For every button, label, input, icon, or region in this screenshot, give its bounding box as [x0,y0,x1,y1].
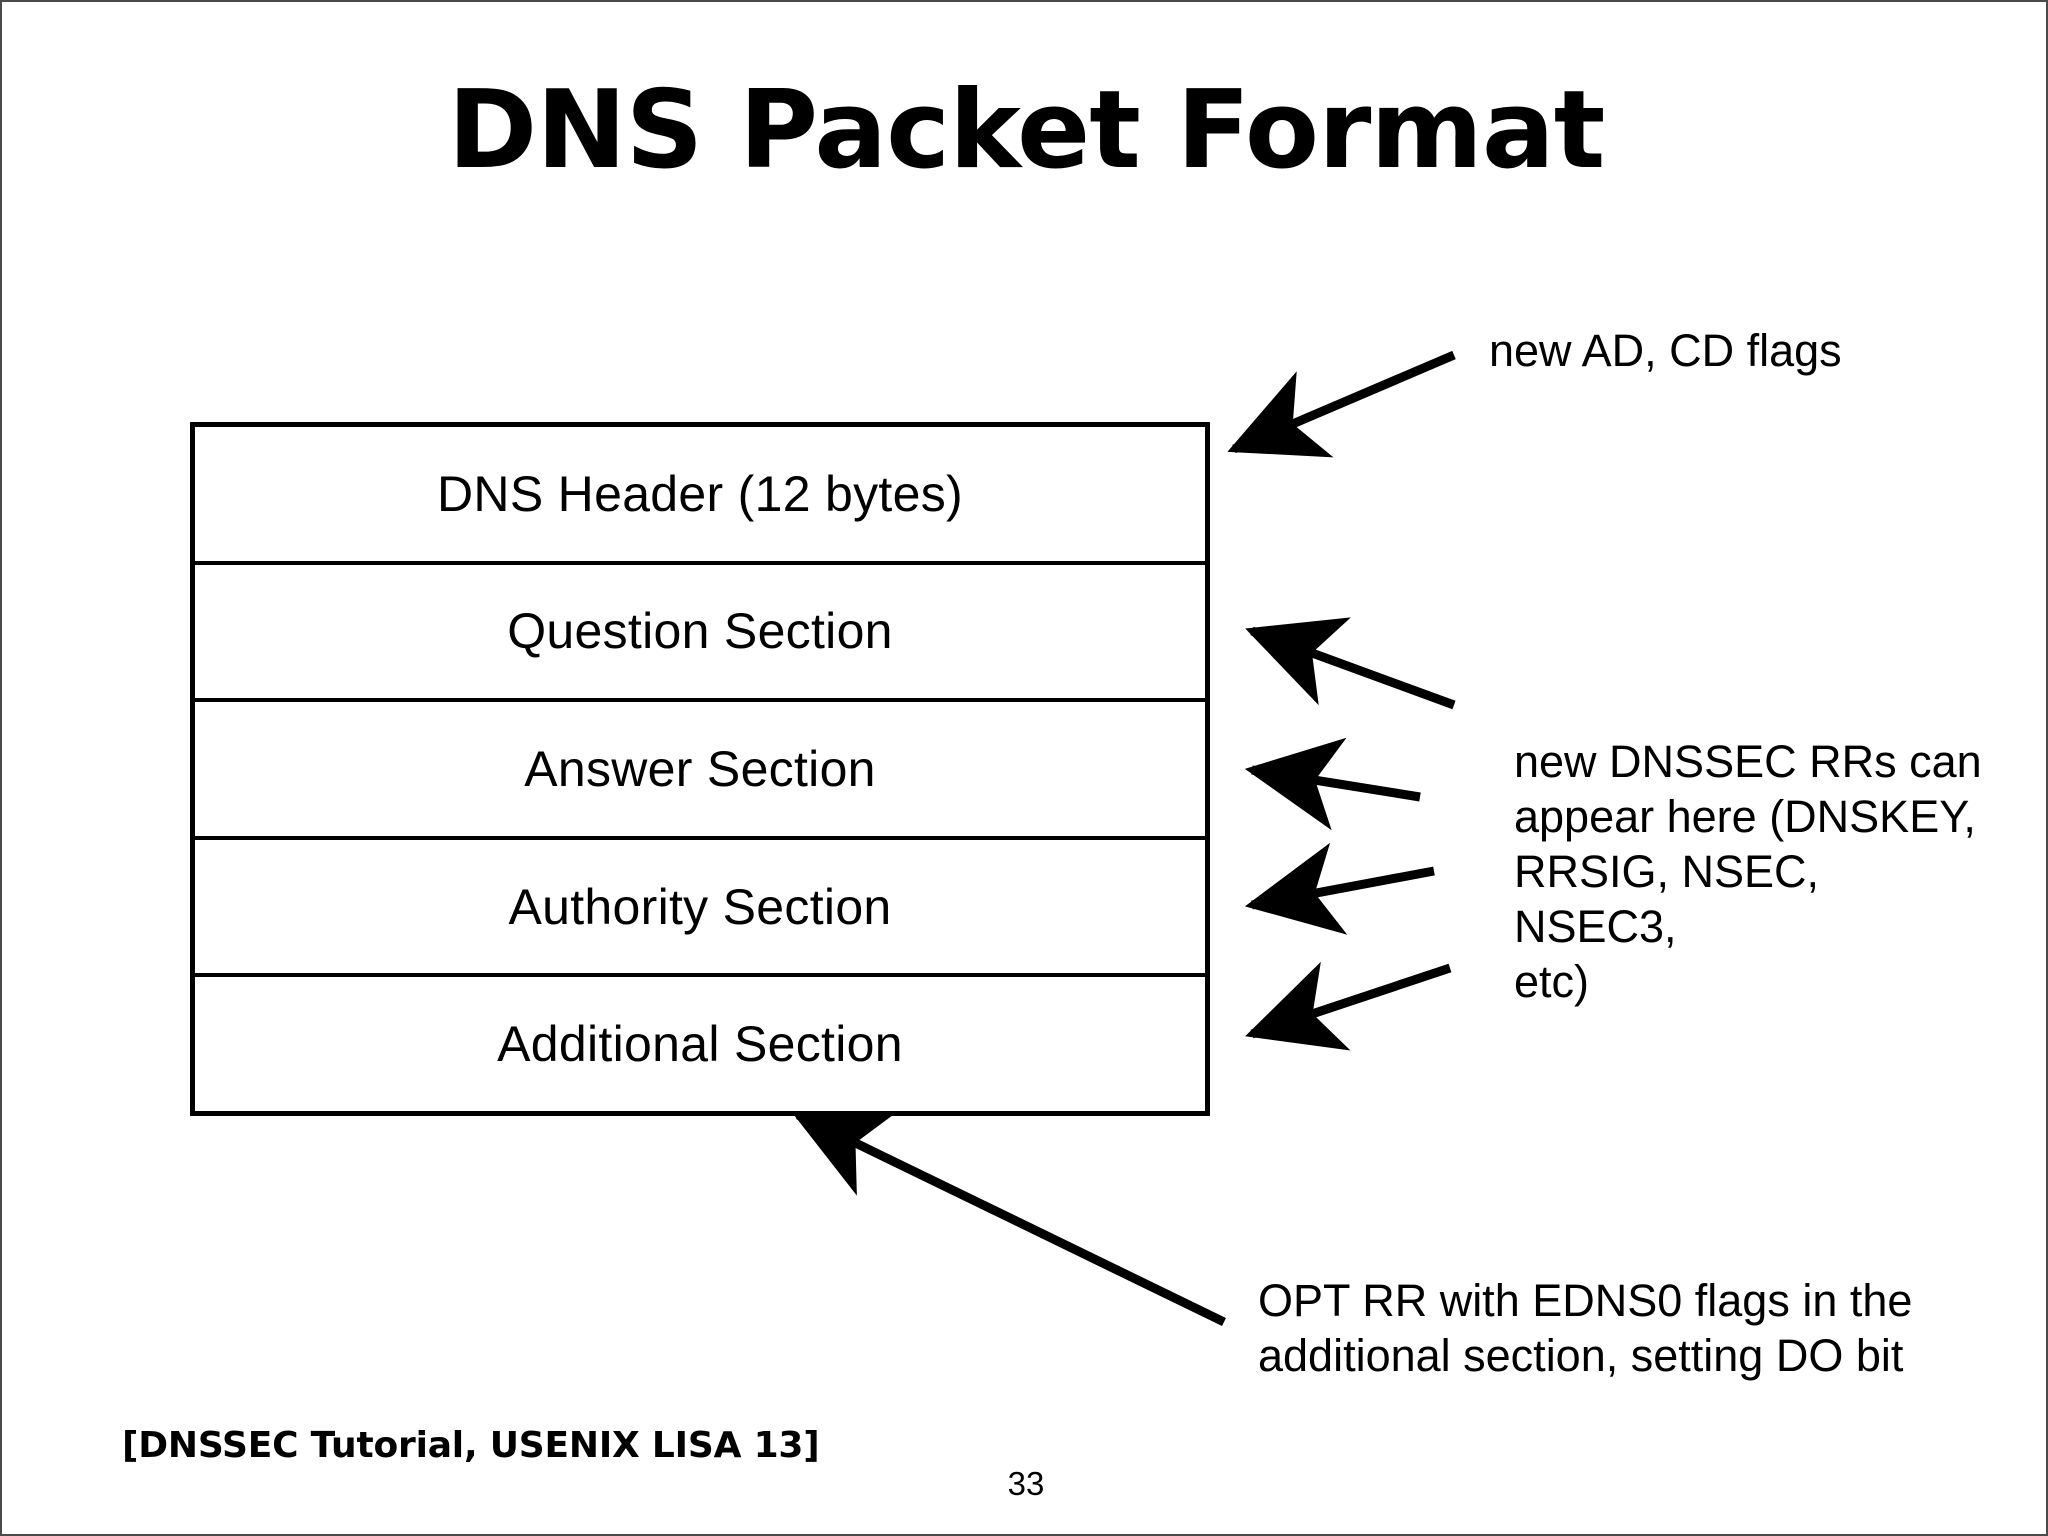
callout-line: RRSIG, NSEC, NSEC3, [1514,845,1820,952]
packet-row-dns-header: DNS Header (12 bytes) [195,427,1205,565]
callout-line: etc) [1514,955,1590,1007]
arrow-to-additional-section-bottom [791,1110,1226,1327]
packet-row-label: Additional Section [497,1016,903,1073]
callout-line: new AD, CD flags [1489,325,1842,376]
page-title: DNS Packet Format [447,68,1606,193]
source-citation: [DNSSEC Tutorial, USENIX LISA 13] [122,1425,820,1466]
packet-row-label: Question Section [507,603,893,660]
callout-dnssec-rrs: new DNSSEC RRs can appear here (DNSKEY, … [1514,735,1984,1009]
callout-line: additional section, setting DO bit [1258,1329,1904,1381]
packet-row-label: DNS Header (12 bytes) [437,465,963,522]
arrow-to-question-section [1245,617,1456,710]
arrow-to-additional-section [1245,961,1452,1051]
arrow-to-dns-header [1227,350,1456,458]
callout-ad-cd-flags: new AD, CD flags [1489,324,1969,379]
callout-line: OPT RR with EDNS0 flags in the [1258,1275,1913,1326]
callout-line: appear here (DNSKEY, [1514,790,1976,842]
arrow-to-authority-section [1244,842,1435,935]
packet-row-answer-section: Answer Section [195,702,1205,840]
callout-opt-rr-edns0: OPT RR with EDNS0 flags in the additiona… [1258,1274,1958,1384]
packet-row-label: Answer Section [524,740,876,797]
packet-row-label: Authority Section [508,878,892,935]
arrow-to-answer-section [1244,737,1421,831]
packet-row-authority-section: Authority Section [195,840,1205,978]
page-number: 33 [1007,1465,1045,1502]
dns-packet-diagram: DNS Header (12 bytes) Question Section A… [190,422,1210,1116]
packet-row-additional-section: Additional Section [195,977,1205,1111]
callout-line: new DNSSEC RRs can [1514,736,1982,787]
packet-row-question-section: Question Section [195,565,1205,703]
